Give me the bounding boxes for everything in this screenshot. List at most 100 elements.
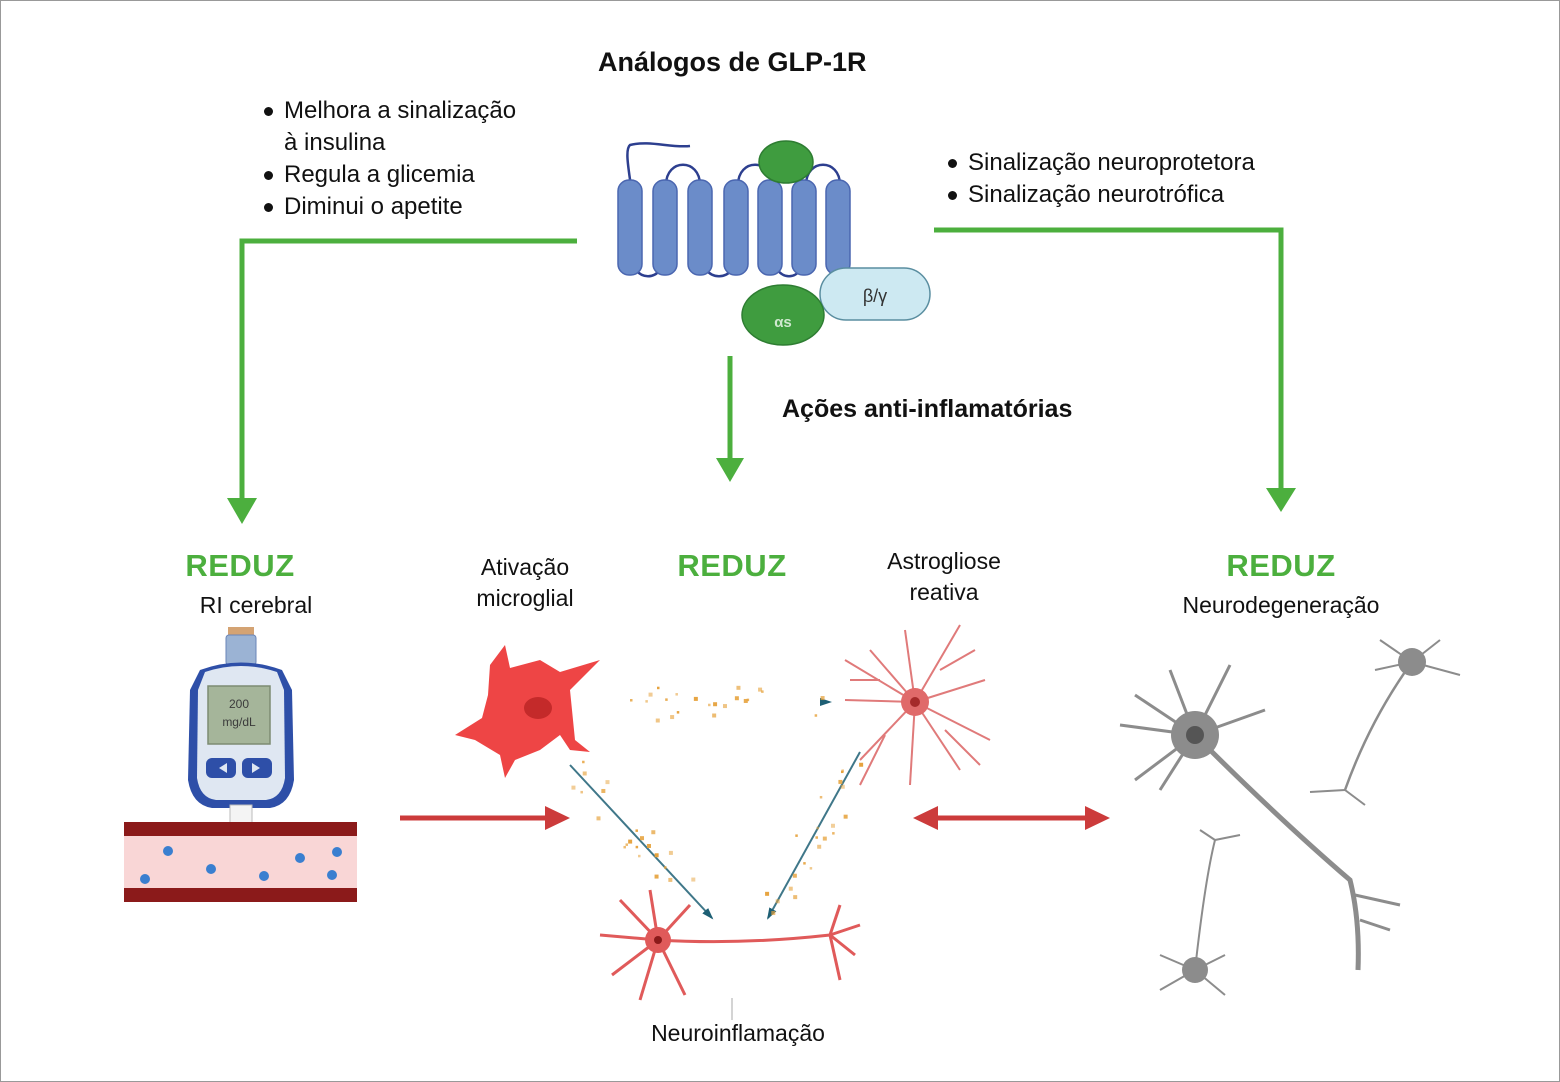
cytokine-dot — [809, 867, 813, 870]
cytokine-dot — [580, 790, 583, 794]
label-line: microglial — [476, 585, 574, 611]
reduz-right: REDUZ — [1226, 548, 1336, 583]
center-action-label: Ações anti-inflamatórias — [782, 395, 1073, 423]
label-line: reativa — [909, 579, 979, 605]
g-alpha-icon — [741, 284, 825, 346]
reduz-center: REDUZ — [677, 548, 787, 583]
cytokine-dot — [640, 836, 645, 841]
cytokine-dot — [820, 696, 825, 701]
cytokine-dot — [712, 713, 717, 718]
diagram-title: Análogos de GLP-1R — [598, 47, 867, 77]
cytokine-dot — [596, 816, 601, 821]
inflamed-neuron-icon — [599, 889, 861, 1001]
cytokine-dot — [838, 779, 843, 784]
cytokine-dot — [654, 874, 659, 879]
bullet-insulin: Melhora a sinalização à insulina — [262, 95, 516, 159]
bullet-text: Sinalização neurotrófica — [968, 181, 1225, 208]
glp1-receptor-icon: β/γ αs — [617, 140, 931, 346]
cytokine-dot — [638, 854, 641, 858]
cytokine-dot — [795, 834, 798, 837]
cytokine-dot — [657, 686, 660, 690]
cytokine-dot — [601, 788, 606, 793]
cytokine-dot — [664, 866, 667, 869]
g-alpha-label: αs — [774, 314, 792, 331]
arrow-microglia-to-neuron — [569, 764, 714, 920]
cytokine-dot — [668, 877, 673, 882]
bullet-neuroprotective: Sinalização neuroprotetora — [946, 147, 1255, 179]
green-arrow-left — [227, 238, 577, 524]
cytokine-dot — [815, 836, 818, 839]
cytokine-dot — [645, 700, 648, 703]
g-beta-gamma-icon — [819, 267, 931, 321]
bullet-text: Melhora a sinalização — [284, 97, 517, 124]
cytokine-dot — [582, 760, 585, 764]
bullet-appetite: Diminui o apetite — [262, 191, 516, 223]
cytokine-dot — [693, 696, 698, 701]
cytokine-dot — [775, 899, 780, 904]
cytokine-dot — [840, 784, 845, 789]
cytokine-dot — [676, 711, 680, 714]
cytokine-dot — [654, 853, 659, 858]
cytokine-dot — [648, 692, 653, 697]
cytokine-dot — [816, 826, 819, 830]
cytokine-dot — [668, 850, 673, 855]
cytokine-dot — [841, 770, 844, 774]
left-bullets: Melhora a sinalização à insulina Regula a… — [262, 95, 516, 223]
arrow-astrocyte-to-neuron — [767, 751, 861, 920]
cytokine-dot — [605, 780, 610, 785]
cytokine-arrows — [569, 698, 861, 920]
cytokine-dot — [793, 895, 798, 900]
cytokine-dot — [646, 843, 651, 848]
cytokine-dot — [734, 696, 739, 701]
cytokine-dot — [830, 823, 835, 828]
meter-unit: mg/dL — [222, 715, 256, 729]
cytokine-dot — [765, 891, 770, 896]
bullet-glycemia: Regula a glicemia — [262, 159, 516, 191]
label-reactive-astrogliosis: Astrogliose reativa — [860, 546, 1028, 608]
cytokine-dot — [792, 873, 797, 878]
cytokine-dot — [713, 702, 718, 707]
cytokine-dot — [625, 843, 629, 846]
label-neuroinflammation: Neuroinflamação — [651, 1020, 825, 1046]
cytokine-dot — [746, 698, 750, 702]
red-arrow-bidirectional — [913, 806, 1110, 830]
cytokine-dot — [635, 829, 638, 832]
label-microglial-activation: Ativação microglial — [445, 552, 605, 614]
cytokine-dot — [665, 698, 668, 701]
microglia-icon — [455, 645, 600, 778]
cytokine-dot — [722, 704, 727, 709]
bullet-text: Diminui o apetite — [284, 193, 463, 220]
green-arrow-center — [716, 356, 744, 482]
healthy-neurons-icon — [1119, 639, 1461, 996]
cytokine-dot — [743, 698, 748, 703]
ligand-icon — [758, 140, 814, 184]
g-beta-gamma-label: β/γ — [863, 286, 887, 306]
cytokine-dots — [571, 685, 864, 916]
cytokine-dot — [832, 832, 835, 835]
label-ri-cerebral: RI cerebral — [199, 592, 313, 618]
bullet-text: Regula a glicemia — [284, 161, 475, 188]
cytokine-dot — [571, 785, 576, 790]
glucometer-icon: 200 mg/dL — [188, 627, 294, 848]
bullet-text: Sinalização neuroprotetora — [968, 149, 1255, 176]
label-line: Astrogliose — [887, 548, 1001, 574]
right-bullets: Sinalização neuroprotetora Sinalização n… — [946, 147, 1255, 211]
cytokine-dot — [655, 718, 660, 723]
cytokine-dot — [859, 762, 864, 767]
blood-vessel-icon — [124, 822, 357, 902]
cytokine-dot — [814, 714, 818, 717]
cytokine-dot — [736, 685, 741, 690]
cytokine-dot — [843, 814, 848, 819]
bullet-neurotrophic: Sinalização neurotrófica — [946, 179, 1255, 211]
cytokine-dot — [675, 693, 678, 696]
cytokine-dot — [758, 687, 763, 692]
cytokine-dot — [670, 715, 675, 720]
bullet-text-cont: à insulina — [284, 129, 386, 156]
cytokine-dot — [803, 862, 806, 865]
cytokine-dot — [817, 844, 822, 849]
label-neurodegeneration: Neurodegeneração — [1182, 592, 1380, 618]
cytokine-dot — [628, 839, 633, 844]
cytokine-dot — [761, 690, 764, 693]
green-arrow-right — [934, 227, 1296, 512]
